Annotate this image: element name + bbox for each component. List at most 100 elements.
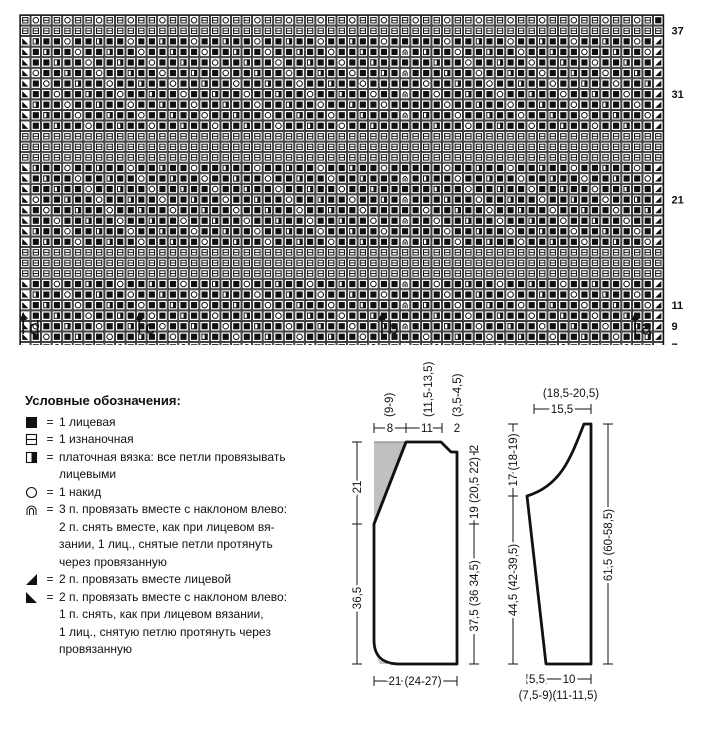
stitch-cell bbox=[410, 183, 421, 195]
stitch-cell bbox=[199, 36, 210, 47]
legend-item: =1 накид bbox=[25, 484, 345, 502]
stitch-cell bbox=[526, 278, 537, 290]
stitch-cell bbox=[547, 78, 558, 89]
stitch-cell bbox=[115, 15, 126, 26]
stitch-cell bbox=[336, 78, 347, 89]
stitch-cell bbox=[62, 321, 73, 332]
stitch-cell bbox=[579, 78, 590, 89]
stitch-cell bbox=[30, 268, 41, 279]
legend-equals: = bbox=[46, 589, 54, 604]
stitch-cell bbox=[505, 183, 516, 195]
stitch-cell bbox=[431, 120, 442, 131]
stitch-cell bbox=[547, 110, 558, 121]
stitch-cell bbox=[62, 110, 73, 121]
stitch-cell bbox=[368, 331, 379, 342]
stitch-cell bbox=[136, 99, 147, 110]
stitch-cell bbox=[484, 67, 495, 79]
stitch-cell bbox=[104, 299, 115, 311]
stitch-cell bbox=[326, 162, 337, 174]
stitch-cell bbox=[600, 204, 611, 216]
stitch-cell bbox=[304, 321, 316, 332]
stitch-cell bbox=[368, 46, 379, 58]
stitch-cell bbox=[621, 236, 632, 248]
stitch-cell bbox=[125, 57, 136, 68]
stitch-cell bbox=[632, 162, 643, 174]
stitch-cell bbox=[104, 131, 115, 142]
stitch-cell bbox=[600, 247, 611, 258]
stitch-cell bbox=[326, 131, 337, 142]
stitch-cell bbox=[157, 78, 168, 89]
stitch-cell bbox=[452, 46, 463, 58]
stitch-cell bbox=[326, 226, 337, 237]
stitch-cell bbox=[537, 183, 548, 195]
stitch-cell bbox=[20, 247, 31, 258]
stitch-cell bbox=[167, 173, 179, 184]
stitch-cell bbox=[558, 226, 569, 237]
stitch-cell bbox=[51, 36, 63, 47]
stitch-cell bbox=[231, 247, 242, 258]
stitch-cell bbox=[125, 120, 136, 131]
stitch-cell bbox=[62, 46, 73, 58]
stitch-cell bbox=[178, 247, 189, 258]
stitch-cell bbox=[283, 88, 295, 100]
stitch-cell bbox=[473, 99, 485, 110]
stitch-cell bbox=[399, 204, 411, 216]
stitch-cell bbox=[262, 25, 274, 36]
stitch-cell bbox=[537, 278, 548, 290]
stitch-cell bbox=[621, 25, 632, 36]
stitch-cell bbox=[642, 331, 653, 342]
stitch-cell bbox=[558, 236, 569, 248]
stitch-cell bbox=[336, 289, 347, 300]
stitch-cell bbox=[283, 25, 295, 36]
stitch-cell bbox=[600, 110, 611, 121]
stitch-cell bbox=[178, 194, 189, 205]
stitch-cell bbox=[653, 215, 664, 226]
stitch-cell bbox=[399, 257, 411, 269]
stitch-cell bbox=[83, 289, 94, 300]
stitch-cell bbox=[51, 78, 63, 89]
stitch-cell bbox=[589, 15, 601, 26]
stitch-cell bbox=[484, 15, 495, 26]
stitch-cell bbox=[220, 57, 231, 68]
stitch-cell bbox=[610, 46, 622, 58]
stitch-cell bbox=[178, 173, 189, 184]
stitch-cell bbox=[431, 257, 442, 269]
stitch-cell bbox=[473, 25, 485, 36]
stitch-cell bbox=[610, 120, 622, 131]
stitch-cell bbox=[537, 152, 548, 163]
dim-sleeve-left-bottom: 44,5 (42-39,5) bbox=[508, 544, 520, 616]
stitch-cell bbox=[568, 342, 580, 345]
stitch-cell bbox=[579, 342, 590, 345]
stitch-cell bbox=[442, 57, 453, 68]
chart-row bbox=[20, 247, 664, 258]
stitch-cell bbox=[146, 110, 158, 121]
stitch-cell bbox=[41, 173, 52, 184]
stitch-cell bbox=[115, 25, 126, 36]
stitch-cell bbox=[420, 131, 432, 142]
stitch-cell bbox=[558, 78, 569, 89]
stitch-cell bbox=[167, 278, 179, 290]
stitch-cell bbox=[72, 321, 84, 332]
stitch-cell bbox=[93, 215, 105, 226]
stitch-cell bbox=[463, 67, 474, 79]
stitch-cell bbox=[568, 257, 580, 269]
stitch-cell bbox=[220, 15, 231, 26]
stitch-cell bbox=[199, 236, 210, 248]
stitch-cell bbox=[30, 15, 41, 26]
stitch-cell bbox=[104, 141, 115, 153]
stitch-cell bbox=[537, 120, 548, 131]
stitch-cell bbox=[399, 278, 411, 290]
stitch-cell bbox=[632, 152, 643, 163]
stitch-cell bbox=[93, 194, 105, 205]
stitch-cell bbox=[315, 331, 326, 342]
stitch-cell bbox=[20, 88, 31, 100]
stitch-cell bbox=[241, 310, 253, 321]
stitch-cell bbox=[241, 131, 253, 142]
stitch-cell bbox=[463, 226, 474, 237]
stitch-cell bbox=[600, 78, 611, 89]
stitch-cell bbox=[579, 110, 590, 121]
stitch-cell bbox=[621, 78, 632, 89]
stitch-cell bbox=[484, 268, 495, 279]
stitch-cell bbox=[537, 88, 548, 100]
stitch-cell bbox=[537, 67, 548, 79]
